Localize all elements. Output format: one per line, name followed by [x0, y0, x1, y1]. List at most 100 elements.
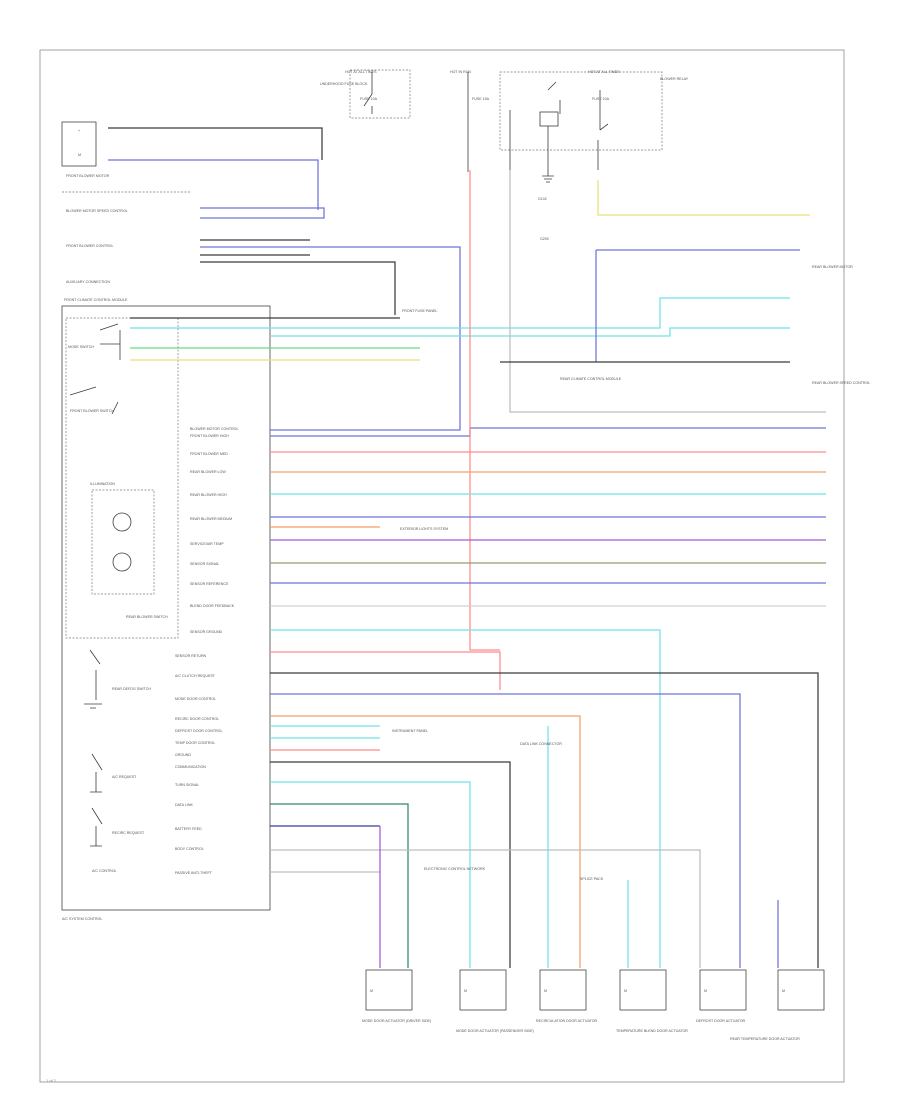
label-hot-1: HOT AT ALL TIMES	[345, 70, 377, 74]
callout-junction-1: EXTERIOR LIGHTS SYSTEM	[400, 527, 448, 531]
front-blower-control-label: FRONT BLOWER CONTROL	[66, 244, 113, 248]
power-distribution: HOT AT ALL TIMES HOT IN RUN HOT AT ALL T…	[320, 69, 689, 201]
signal-label-5: REAR BLOWER MEDIUM	[190, 517, 232, 521]
signal-label-19: TURN SIGNAL	[175, 783, 199, 787]
callout-splice: SPLICE PACK	[580, 877, 604, 881]
module-footer-label: A/C SYSTEM CONTROL	[62, 917, 102, 921]
actuator-4-label: TEMPERATURE BLEND DOOR ACTUATOR	[616, 1029, 688, 1033]
diagram-frame	[39, 49, 845, 1083]
wire-control-blue	[200, 246, 461, 431]
wire-speed-blue	[200, 207, 325, 219]
ground-g102: G102	[538, 197, 547, 201]
controls-label: A/C CONTROL	[92, 869, 117, 873]
mode-switch-label: MODE SWITCH	[68, 345, 94, 349]
actuator-3-motor: M	[544, 989, 547, 993]
wire-blower-black	[108, 127, 323, 160]
lamp-1	[112, 512, 132, 532]
rear-defog-switch-symbol	[84, 649, 102, 709]
actuator-2-box	[459, 969, 507, 1011]
relay-coil	[539, 111, 559, 127]
wire-signal-cyan-3	[270, 725, 380, 739]
signal-label-4: REAR BLOWER HIGH	[190, 493, 227, 497]
signal-label-23: PASSIVE ANTI-THEFT	[175, 871, 213, 875]
wires	[108, 127, 826, 968]
front-blower-area: + M FRONT BLOWER MOTOR BLOWER MOTOR SPEE…	[61, 121, 190, 284]
fuse-block-outline	[349, 69, 411, 119]
recirc-request-symbol	[90, 807, 103, 847]
callouts: FRONT FUSE PANEL EXTERIOR LIGHTS SYSTEM …	[392, 237, 870, 881]
signal-label-8: SENSOR REFERENCE	[190, 582, 229, 586]
wire-signal-cyan-2	[270, 629, 661, 968]
actuator-2-motor: M	[464, 989, 467, 993]
signal-label-0: BLOWER MOTOR CONTROL	[190, 427, 238, 431]
wire-blower-blue	[108, 159, 319, 210]
callout-data-link: DATA LINK CONNECTOR	[520, 742, 562, 746]
signal-label-13: MODE DOOR CONTROL	[175, 697, 216, 701]
signal-label-14: RECIRC DOOR CONTROL	[175, 717, 219, 721]
callout-g200: G200	[540, 237, 549, 241]
callout-network: ELECTRONIC CONTROL NETWORK	[424, 867, 486, 871]
blower-speed-control-label: BLOWER MOTOR SPEED CONTROL	[66, 209, 128, 213]
rear-blower-switch-label: REAR BLOWER SWITCH	[126, 615, 168, 619]
actuator-5-motor: M	[704, 989, 707, 993]
callout-junction-2: INSTRUMENT PANEL	[392, 729, 428, 733]
actuator-6-label: REAR TEMPERATURE DOOR ACTUATOR	[730, 1037, 800, 1041]
front-blower-switch-label: FRONT BLOWER SWITCH	[70, 409, 114, 413]
signal-label-20: DATA LINK	[175, 803, 193, 807]
motor-minus: M	[78, 153, 81, 157]
wire-signal-orange-3	[270, 715, 581, 968]
signal-label-16: TEMP DOOR CONTROL	[175, 741, 215, 745]
illumination-label: ILLUMINATION	[90, 482, 115, 486]
signal-label-17: GROUND	[175, 753, 191, 757]
wire-aux-black	[200, 261, 396, 315]
wire-rear-blue	[270, 427, 826, 437]
signal-label-9: BLEND DOOR FEEDBACK	[190, 604, 235, 608]
wire-signal-blue-2	[270, 693, 741, 968]
module-outer-box	[61, 305, 271, 911]
wire-signal-black-2	[270, 761, 511, 968]
callout-rear-blower: REAR BLOWER MOTOR	[812, 265, 853, 269]
signal-label-3: REAR BLOWER LOW	[190, 470, 226, 474]
relay-coil-symbol	[547, 81, 609, 131]
actuator-1-box	[365, 969, 413, 1011]
signal-label-21: BATTERY FEED	[175, 827, 202, 831]
label-relay: BLOWER RELAY	[660, 77, 689, 81]
page-reference: 1 of 2	[46, 1078, 57, 1083]
wire-signal-gray-2	[270, 849, 701, 968]
module-inner-box	[65, 317, 179, 639]
signal-label-10: SENSOR GROUND	[190, 630, 223, 634]
front-blower-motor-box	[61, 121, 97, 167]
wire-control-black	[200, 239, 310, 256]
wire-signal-darkgreen	[270, 803, 409, 968]
actuator-4-box	[619, 969, 667, 1011]
auxiliary-connection-label: AUXILIARY CONNECTION	[66, 280, 110, 284]
actuator-3-box	[539, 969, 587, 1011]
wire-fuse-gray	[509, 170, 826, 413]
relay-ground	[542, 126, 554, 183]
label-hot-run: HOT IN RUN	[450, 70, 471, 74]
wire-relay-blue	[595, 249, 800, 362]
actuator-2-label: MODE DOOR ACTUATOR (PASSENGER SIDE)	[456, 1029, 534, 1033]
climate-control-module: FRONT CLIMATE CONTROL MODULE MODE SWITCH…	[61, 298, 271, 921]
actuator-3-label: RECIRCULATION DOOR ACTUATOR	[536, 1019, 598, 1023]
ac-request-label: A/C REQUEST	[112, 775, 137, 779]
actuator-1-motor: M	[370, 989, 373, 993]
lamp-2	[112, 552, 132, 572]
wire-signal-red-2	[270, 651, 501, 690]
wire-fuse-yellow	[597, 180, 810, 216]
module-title: FRONT CLIMATE CONTROL MODULE	[64, 298, 128, 302]
signal-label-15: DEFROST DOOR CONTROL	[175, 729, 222, 733]
callout-rear-blower-speed: REAR BLOWER SPEED CONTROL	[812, 381, 870, 385]
wire-signal-black	[270, 672, 819, 968]
mode-switch-symbol	[69, 323, 121, 415]
actuator-1-label: MODE DOOR ACTUATOR (DRIVER SIDE)	[362, 1019, 431, 1023]
wire-signal-cyan-4	[270, 781, 471, 968]
ac-request-symbol	[90, 753, 103, 793]
actuator-5-label: DEFROST DOOR ACTUATOR	[696, 1019, 746, 1023]
front-blower-motor-label: FRONT BLOWER MOTOR	[66, 174, 110, 178]
signal-label-2: FRONT BLOWER MED	[190, 452, 228, 456]
actuator-5-box	[699, 969, 747, 1011]
fuse-b-label: FUSE 15A	[472, 97, 490, 101]
relay-outline	[499, 71, 663, 151]
